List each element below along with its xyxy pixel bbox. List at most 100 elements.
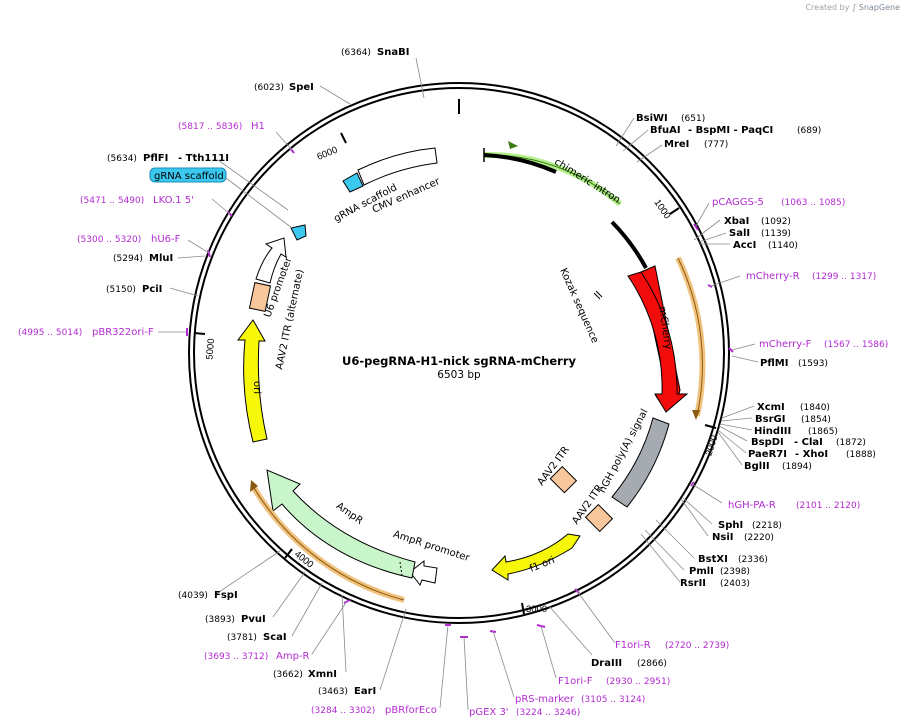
primer-pbrforeco-pos: (3284 .. 3302)	[311, 706, 375, 716]
leader-sphi	[681, 496, 713, 525]
site-pflfi-name: PflFI	[143, 153, 168, 164]
site-bstxi-name: BstXI	[698, 554, 728, 565]
leader-mcherryf	[731, 343, 756, 351]
chimeric-intron-arrowhead	[508, 141, 518, 149]
leader-bsrgi	[720, 417, 753, 422]
leader-prsmarker	[492, 630, 515, 698]
site-sphi-name: SphI	[718, 520, 743, 531]
ori-arrow	[237, 319, 268, 443]
leader-xhoi	[717, 429, 747, 454]
grna-scaffold-arrow-1	[290, 224, 307, 241]
plasmid-size: 6503 bp	[437, 369, 481, 381]
primer-mark-mcherryf	[728, 347, 734, 353]
primer-mark-pcaggs5	[693, 223, 699, 231]
leader-bsiwi	[615, 117, 635, 147]
ampr-cds-arrowhead	[250, 480, 258, 492]
site-bstxi-pos: (2336)	[738, 555, 768, 565]
ampr-arrow	[266, 469, 416, 579]
mcherry-cds-arrowhead	[692, 410, 700, 420]
primer-hghpar-name: hGH-PA-R	[728, 500, 776, 511]
site-bsrgi-pos: (1854)	[801, 415, 831, 425]
site-bspdi-pos: (1872)	[836, 438, 866, 448]
primer-pcaggs5-pos: (1063 .. 1085)	[781, 198, 845, 208]
site-pmli-pos: (2398)	[720, 567, 750, 577]
leader-draiii	[548, 605, 593, 656]
f1-ori-arrow	[491, 533, 581, 581]
primer-mcherryr-pos: (1299 .. 1317)	[812, 272, 876, 282]
leader-h1	[275, 131, 293, 151]
primer-h1-pos: (5817 .. 5836)	[178, 122, 242, 132]
aav2-itr-alt-box	[248, 282, 272, 312]
site-bfuai-pos: (689)	[797, 126, 821, 136]
primer-mark-hu6f	[207, 249, 211, 258]
site-mrei-name: MreI	[664, 139, 689, 150]
site-eari-pos: (3463)	[318, 687, 348, 697]
leader-grna-scaffold	[225, 177, 293, 229]
primer-mcherryf-pos: (1567 .. 1586)	[824, 340, 888, 350]
kozak-mark-1	[593, 292, 601, 300]
leader-mrei	[636, 144, 663, 163]
leader-fspi	[215, 550, 281, 595]
primer-prsmarker-name: pRS-marker	[515, 694, 575, 705]
grna-scaffold-label-box	[149, 167, 227, 183]
site-eari-name: EarI	[354, 686, 376, 697]
site-bspdi-name: BspDI	[751, 437, 784, 448]
mcherry-body	[627, 271, 689, 413]
site-nsii-pos: (2220)	[744, 533, 774, 543]
right-site-labels: BsiWI (651) BfuAI - BspMI - PaqCI (689) …	[591, 113, 876, 669]
primer-prsmarker-pos: (3105 .. 3124)	[581, 695, 645, 705]
snapgene-watermark: Created by ∫ SnapGene	[805, 3, 900, 12]
primer-h1-name: H1	[251, 121, 265, 132]
site-pflmi-name: PflMI	[760, 358, 788, 369]
cmv-enhancer-box	[357, 147, 438, 186]
site-bfuai-extra: - BspMI - PaqCI	[688, 125, 773, 136]
leader-bfuai	[622, 129, 649, 152]
site-bsiwi-name: BsiWI	[636, 113, 668, 124]
ampr-promoter-arrow	[409, 559, 438, 587]
leader-clai	[718, 425, 748, 442]
mcherry-cds-line	[677, 257, 703, 417]
ampr-label: AmpR	[334, 501, 365, 527]
site-paer7i-pos: (1888)	[846, 450, 876, 460]
aav2-itr-box-2	[584, 503, 614, 533]
site-fspi-pos: (4039)	[178, 591, 208, 601]
leader-pbrforeco	[439, 624, 449, 709]
site-xcmi-name: XcmI	[757, 402, 785, 413]
leader-nsii	[680, 498, 709, 537]
site-hindiii-pos: (1865)	[808, 427, 838, 437]
ruler-tick-1000	[669, 207, 680, 215]
ruler-tick-2000	[704, 424, 717, 429]
primer-lko15-pos: (5471 .. 5490)	[80, 196, 144, 206]
leader-f1orir	[576, 590, 616, 644]
site-pcii-name: PciI	[142, 284, 162, 295]
ruler-tick-5000	[193, 332, 206, 335]
leader-hghpar	[691, 483, 723, 504]
site-xcmi-pos: (1840)	[800, 403, 830, 413]
site-pvui-pos: (3893)	[205, 615, 235, 625]
leader-mlui	[177, 255, 206, 259]
site-scai-name: ScaI	[263, 632, 287, 643]
kozak-label: Kozak sequence	[557, 267, 600, 345]
kozak-mark-2	[595, 290, 603, 298]
primer-pbr322orif-name: pBR322ori-F	[92, 327, 154, 338]
site-spei-pos: (6023)	[254, 83, 284, 93]
site-snabi-name: SnaBI	[377, 47, 409, 58]
hgh-polya-box	[611, 417, 670, 508]
site-mlui-name: MluI	[149, 253, 173, 264]
site-pcii-pos: (5150)	[106, 285, 136, 295]
site-acci-name: AccI	[733, 240, 756, 251]
leader-bstxi	[655, 519, 695, 559]
site-xbai-pos: (1092)	[761, 217, 791, 227]
plasmid-title: U6-pegRNA-H1-nick sgRNA-mCherry	[342, 354, 577, 368]
ori-label: ori	[251, 381, 262, 394]
primer-pbrforeco-name: pBRforEco	[385, 705, 437, 716]
site-nsii-name: NsiI	[712, 532, 733, 543]
mcherry-cds-glow	[675, 256, 706, 417]
site-sphi-pos: (2218)	[752, 521, 782, 531]
primer-ampr-pos: (3693 .. 3712)	[204, 652, 268, 662]
leader-amprprimer	[311, 600, 348, 655]
leader-hindiii	[719, 423, 753, 431]
site-pflfi-pos: (5634)	[107, 154, 137, 164]
chimeric-intron-glow	[483, 151, 622, 207]
